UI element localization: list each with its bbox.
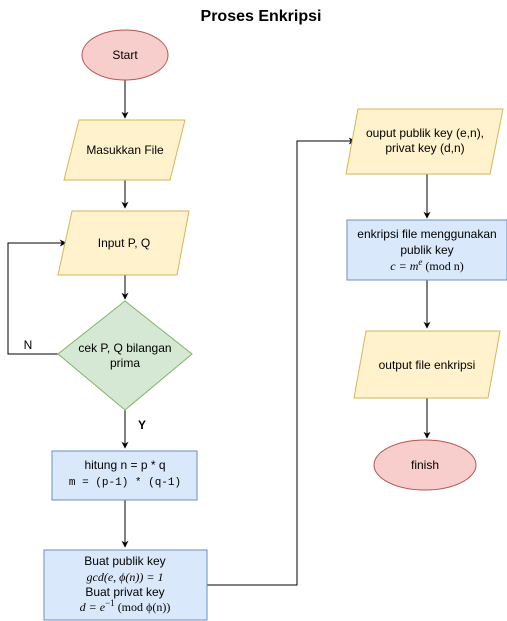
edges bbox=[7, 80, 431, 586]
enkripsi-formula-mod: (mod n) bbox=[422, 259, 463, 273]
enkripsi-formula: c = me (mod n) bbox=[390, 257, 463, 273]
hitung-n-label-line2: m = (p-1) * (q-1) bbox=[69, 477, 181, 489]
buat-kunci-formula2-mod: (mod ϕ(n)) bbox=[115, 600, 171, 614]
node-masukkan-file[interactable]: Masukkan File bbox=[63, 119, 186, 181]
buat-kunci-formula2-base: d = e bbox=[80, 600, 106, 614]
node-output-key[interactable]: ouput publik key (e,n), privat key (d,n) bbox=[345, 108, 504, 175]
edge-label-no: N bbox=[24, 338, 33, 352]
hitung-n-process-shape bbox=[51, 450, 198, 501]
output-file-io-shape bbox=[353, 330, 501, 399]
buat-kunci-label-line1: Buat publik key bbox=[84, 554, 165, 568]
node-cek-prima[interactable]: cek P, Q bilangan prima bbox=[57, 300, 193, 411]
node-hitung-n[interactable]: hitung n = p * q m = (p-1) * (q-1) bbox=[51, 450, 198, 501]
masukkan-file-io-shape bbox=[63, 119, 186, 181]
output-key-label-line1: ouput publik key (e,n), bbox=[366, 126, 484, 140]
enkripsi-label-line1: enkripsi file menggunakan bbox=[357, 227, 496, 241]
buat-kunci-formula1: gcd(e, ϕ(n)) = 1 bbox=[87, 570, 164, 584]
enkripsi-formula-exponent: e bbox=[418, 257, 422, 267]
output-key-io-shape bbox=[345, 108, 504, 175]
cek-prima-label-line1: cek P, Q bilangan bbox=[78, 341, 171, 355]
enkripsi-label-line2: publik key bbox=[400, 243, 453, 257]
start-terminal-shape bbox=[81, 29, 169, 81]
node-input-pq[interactable]: Input P, Q bbox=[57, 210, 190, 276]
output-file-label: output file enkripsi bbox=[379, 358, 476, 372]
buat-kunci-label-line2: Buat privat key bbox=[85, 585, 164, 599]
input-pq-label: Input P, Q bbox=[98, 236, 150, 250]
enkripsi-formula-base: c = m bbox=[390, 259, 418, 273]
node-enkripsi[interactable]: enkripsi file menggunakan publik key c =… bbox=[346, 219, 507, 281]
start-label: Start bbox=[112, 48, 138, 62]
hitung-n-label-line1: hitung n = p * q bbox=[84, 458, 165, 472]
buat-kunci-formula2-exponent: −1 bbox=[105, 598, 115, 608]
diagram-title: Proses Enkripsi bbox=[201, 8, 322, 25]
cek-prima-decision-shape bbox=[57, 300, 193, 411]
finish-terminal-shape bbox=[373, 439, 477, 491]
cek-prima-label-line2: prima bbox=[110, 356, 140, 370]
buat-kunci-process-shape bbox=[43, 549, 208, 621]
edge-label-yes: Y bbox=[138, 418, 146, 432]
edge-buat-kunci-to-output-key bbox=[207, 137, 356, 586]
edge-decision-no-loop bbox=[7, 239, 67, 355]
output-key-label-line2: privat key (d,n) bbox=[385, 141, 464, 155]
node-buat-kunci[interactable]: Buat publik key gcd(e, ϕ(n)) = 1 Buat pr… bbox=[43, 549, 208, 621]
node-start[interactable]: Start bbox=[81, 29, 169, 81]
buat-kunci-formula2: d = e−1 (mod ϕ(n)) bbox=[80, 598, 171, 614]
finish-label: finish bbox=[411, 458, 439, 472]
input-pq-io-shape bbox=[57, 210, 190, 276]
node-output-file[interactable]: output file enkripsi bbox=[353, 330, 501, 399]
masukkan-file-label: Masukkan File bbox=[86, 143, 164, 157]
enkripsi-process-shape bbox=[346, 219, 507, 281]
node-finish[interactable]: finish bbox=[373, 439, 477, 491]
